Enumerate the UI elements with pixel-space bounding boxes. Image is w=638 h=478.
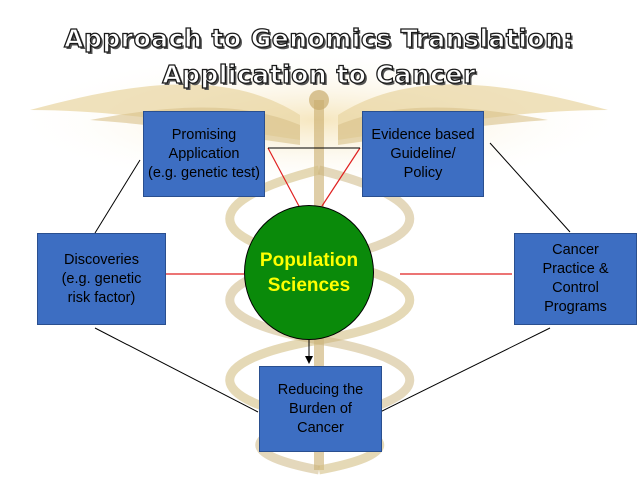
box-text: Application <box>168 145 240 162</box>
center-text: Population <box>259 249 359 271</box>
connector-promising-center <box>267 147 301 209</box>
box-text: Reducing the <box>277 381 364 398</box>
title-line-1: Approach to Genomics Translation: <box>63 23 574 53</box>
title-line-2: Application to Cancer <box>162 59 476 89</box>
box-reducing-burden: Reducing the Burden of Cancer <box>259 366 382 452</box>
connector-evidence-center <box>321 147 361 207</box>
connector-discoveries-promising <box>94 159 141 234</box>
box-text: Policy <box>403 164 443 181</box>
connector-discoveries-reducing <box>94 327 259 413</box>
box-text: Control <box>552 280 599 296</box>
box-text: Practice & <box>542 261 609 277</box>
box-text: (e.g. genetic <box>61 270 142 287</box>
connector-evidence-practice <box>489 142 571 233</box>
box-text: risk factor) <box>67 289 136 306</box>
population-sciences-circle: Population Sciences <box>244 205 374 340</box>
box-promising-application: Promising Application (e.g. genetic test… <box>143 111 265 197</box>
box-evidence-guideline: Evidence based Guideline/ Policy <box>362 111 484 197</box>
box-text: Promising <box>171 126 237 143</box>
box-cancer-practice: Cancer Practice & Control Programs <box>514 233 637 325</box>
box-text: Cancer <box>552 242 599 258</box>
box-text: Discoveries <box>64 251 139 268</box>
connector-practice-reducing <box>379 327 551 413</box>
box-text: Guideline/ <box>390 145 456 162</box>
box-text: (e.g. genetic test) <box>147 164 261 181</box>
box-text: Burden of <box>289 400 352 417</box>
center-text: Sciences <box>267 274 351 296</box>
box-text: Evidence based <box>371 126 475 143</box>
box-text: Programs <box>544 299 607 315</box>
box-discoveries: Discoveries (e.g. genetic risk factor) <box>37 233 166 325</box>
box-text: Cancer <box>297 419 344 436</box>
